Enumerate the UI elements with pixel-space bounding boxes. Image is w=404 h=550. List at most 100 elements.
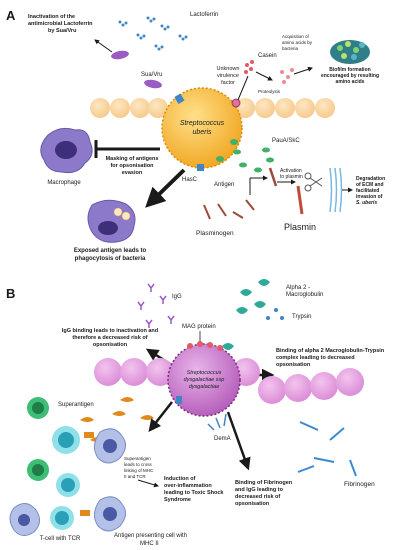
degradation-text-1: Degradation <box>356 176 385 182</box>
binding-fib-text-2: and IgG leading to <box>235 487 284 493</box>
panel-a: A Streptococcus uberis <box>6 8 385 262</box>
antigen-4 <box>262 147 270 153</box>
fibrinogen-molecules <box>297 421 357 477</box>
phagocytosis-arrow <box>145 168 186 208</box>
binding-alpha-text-3: opsonisation <box>276 362 311 368</box>
biofilm-image <box>330 40 370 64</box>
bacterium-b-line2: dysgalactiae ssp <box>184 377 225 383</box>
bound-alpha2 <box>222 343 234 350</box>
casein-label: Casein <box>258 53 277 59</box>
streptococcus-uberis-cell: Streptococcus uberis <box>161 87 243 169</box>
bacteria-chain <box>90 98 335 118</box>
biofilm-text-1: Biofilm formation <box>329 67 370 73</box>
bacterium-label-line2: uberis <box>192 129 212 136</box>
apc-text-2: MHC II <box>140 541 159 547</box>
exposed-text-1: Exposed antigen leads to <box>74 248 147 254</box>
pauA-label: PauA/SkC <box>272 138 300 144</box>
lactoferrin-label: Lactoferrin <box>190 12 218 18</box>
binding-fib-text-1: Binding of Fibrinogen <box>235 480 293 486</box>
antigen-protein <box>216 156 224 162</box>
bacterium-b-receptor <box>176 396 182 404</box>
exposed-text-2: phagocytosis of bacteria <box>75 256 146 262</box>
antigen-1 <box>233 149 241 155</box>
alpha2-text-1: Alpha 2 - <box>286 285 310 291</box>
binding-fib-text-3: decreased risk of <box>235 494 280 500</box>
alpha2-text-2: Macroglobulin <box>286 292 323 298</box>
induction-text-2: over-inflammation <box>164 483 212 489</box>
unknown-factor-text-2: virulence <box>217 73 239 79</box>
degradation-text-3: facilitated <box>356 188 379 194</box>
inactivation-arrow <box>94 39 113 53</box>
acquisition-arrow <box>293 66 313 75</box>
pauA-protein <box>230 139 238 145</box>
sua-vru-label: Sua/Vru <box>141 72 162 78</box>
activated-plasminogen <box>268 167 278 187</box>
ecm-fibers <box>329 167 343 213</box>
binding-alpha-text-1: Binding of alpha 2 Macroglobulin-Trypsin <box>276 348 385 354</box>
macrophage-cell <box>40 127 93 174</box>
unknown-factor-text-3: factor <box>221 80 235 86</box>
sua-vru-receptor <box>174 93 185 104</box>
induction-text-4: Syndrome <box>164 497 191 503</box>
igg-molecules <box>137 283 175 328</box>
induction-arrow <box>137 479 159 488</box>
inactivation-text-2: antimicrobial Lactoferrin <box>28 21 93 27</box>
antigen-label: Antigen <box>214 182 234 188</box>
factor-to-casein-line <box>237 75 249 101</box>
superantigen-label: Superantigen <box>58 402 94 408</box>
unknown-factor-text-1: Unknown <box>217 66 240 72</box>
igg-binding-text-2: therefore a decreased risk of <box>72 335 147 341</box>
degradation-text-2: of ECM and <box>356 182 384 188</box>
induction-text-3: leading to Toxic Shock <box>164 490 224 496</box>
crosslink-text-2: leads to cross <box>124 462 153 467</box>
crosslink-text-4: II and TCR <box>124 474 146 479</box>
hasc-protein <box>197 164 204 171</box>
dema-molecules <box>207 413 227 431</box>
tcell-label: T-cell with TCR <box>40 536 81 542</box>
plasminogen-label: Plasminogen <box>196 230 234 237</box>
amino-acids <box>280 68 294 84</box>
immune-cells <box>9 397 126 536</box>
acquisition-text-3: bacteria <box>282 46 299 51</box>
macrophage-label: Macrophage <box>47 180 81 186</box>
panel-b: B IgG Alpha 2 - Macroglobulin Trypsin Ig… <box>6 279 385 547</box>
degradation-text-4: invasion of <box>356 194 383 200</box>
scissors-icon <box>304 172 323 192</box>
plasmin-molecule <box>296 185 304 215</box>
masking-text-3: evasion <box>122 170 143 176</box>
casein-molecule <box>244 60 254 74</box>
streptococcus-dysgalactiae-cell: Streptococcus dysgalactiae ssp dysgalact… <box>167 343 241 417</box>
igg-binding-text-1: IgG binding leads to inactivation and <box>62 328 158 334</box>
activation-text-1: Activation <box>280 168 302 174</box>
crosslink-text-1: Superantigen <box>124 456 151 461</box>
bacteria-chain-b <box>94 358 364 404</box>
alpha2-macroglobulin <box>236 279 270 314</box>
binding-fib-text-4: opsonisation <box>235 501 270 507</box>
panel-a-letter: A <box>6 8 16 23</box>
hasc-label: HasC <box>182 177 198 183</box>
plasminogen-molecules <box>203 199 255 220</box>
bacterium-b-line3: dysgalactiae <box>189 384 220 390</box>
crosslink-text-3: linking of MHC <box>124 468 154 473</box>
masking-text-2: for opsonisation <box>110 163 154 169</box>
virulence-factor-protein <box>231 98 241 108</box>
lactoferrin-molecules <box>118 16 188 51</box>
trypsin-label: Trypsin <box>292 314 311 320</box>
bacterium-b-line1: Streptococcus <box>187 370 222 376</box>
masking-text-1: Masking of antigens <box>106 156 159 162</box>
fibrinogen-binding-arrow <box>226 411 251 471</box>
inactivation-text-3: by Sua/Vru <box>48 28 76 34</box>
acquisition-text-1: Acquisition of <box>282 34 310 39</box>
antigen-2 <box>239 162 247 168</box>
mag-label: MAG protein <box>182 324 216 330</box>
antigen-5 <box>266 157 274 163</box>
biofilm-text-3: amino acids <box>336 79 365 85</box>
degradation-text-5: S. uberis <box>356 200 377 206</box>
trypsin-molecules <box>266 308 284 320</box>
panel-b-letter: B <box>6 286 15 301</box>
plasmin-label: Plasmin <box>284 222 316 232</box>
superantigen-arrow <box>148 401 173 432</box>
phagocytosing-macrophage <box>87 199 136 243</box>
apc-text-1: Antigen presenting cell with <box>114 533 187 539</box>
